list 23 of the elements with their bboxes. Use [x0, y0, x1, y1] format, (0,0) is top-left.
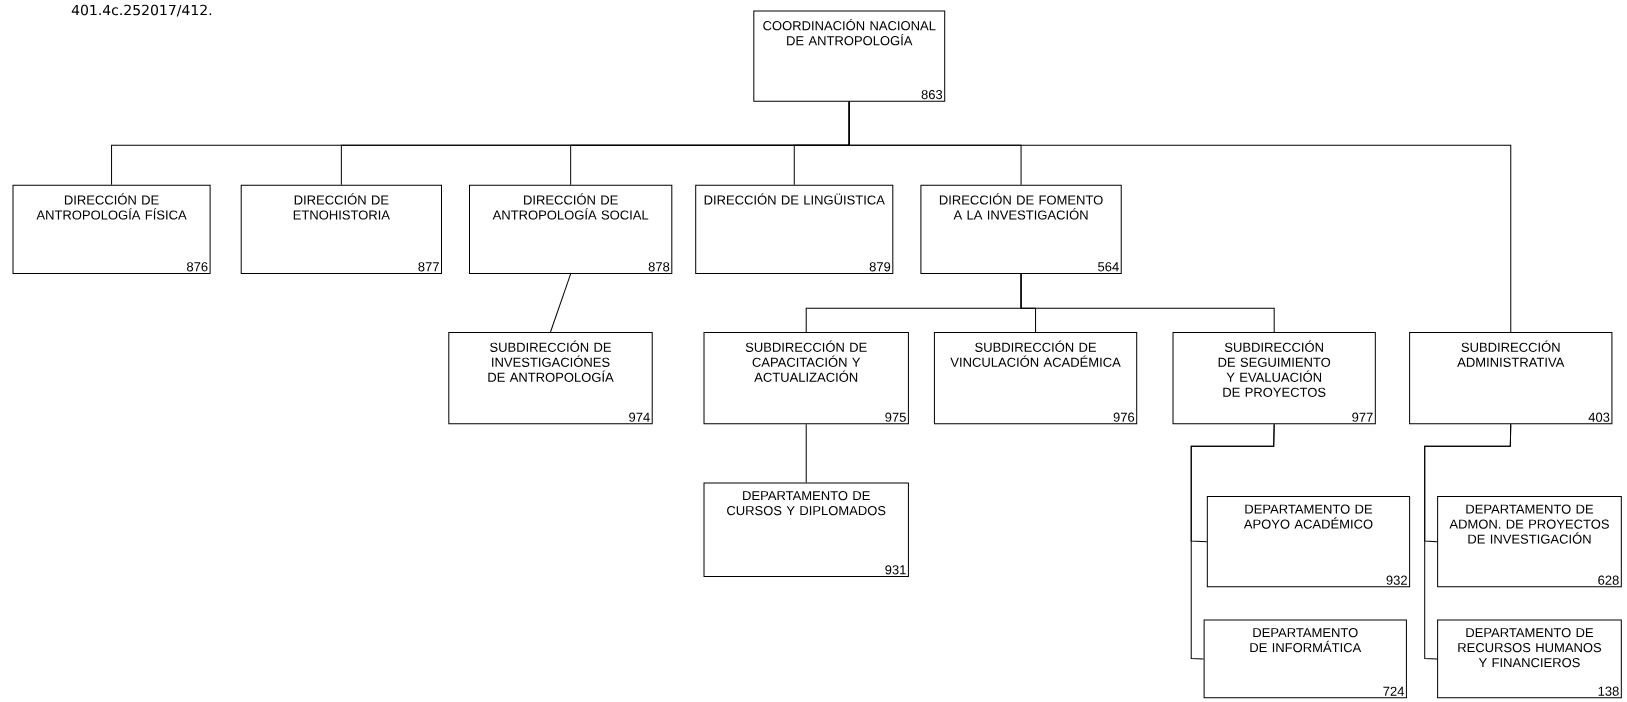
org-box: DIRECCIÓN DE ETNOHISTORIA 877: [240, 184, 442, 274]
connector-line: [848, 101, 1512, 333]
org-box: DEPARTAMENTO DE CURSOS Y DIPLOMADOS 931: [703, 482, 909, 577]
org-box: SUBDIRECCIÓN DE VINCULACIÓN ACADÉMICA 976: [933, 332, 1138, 425]
org-box: DEPARTAMENTO DE APOYO ACADÉMICO 932: [1206, 496, 1411, 588]
org-box: SUBDIRECCIÓN DE CAPACITACIÓN Y ACTUALIZACIÓN 975: [703, 332, 909, 425]
connector-line: [1190, 423, 1275, 660]
org-box: SUBDIRECCIÓN ADMINISTRATIVA 403: [1409, 332, 1613, 425]
org-box: COORDINACIÓN NACIONAL DE ANTROPOLOGÍA 863: [753, 10, 946, 102]
org-box: DIRECCIÓN DE FOMENTO A LA INVESTIGACIÓN 564: [920, 184, 1122, 274]
connector-line: [1424, 423, 1512, 660]
connector-line: [550, 273, 572, 333]
connector-line: [1020, 273, 1275, 333]
org-box: SUBDIRECCIÓN DE SEGUIMIENTO Y EVALUACIÓN DE PROYECTOS 977: [1172, 332, 1376, 425]
org-box: DEPARTAMENTO DE INFORMÁTICA 724: [1203, 619, 1407, 699]
org-box: DEPARTAMENTO DE RECURSOS HUMANOS Y FINANCIEROS 138: [1437, 619, 1622, 699]
org-box: DIRECCIÓN DE ANTROPOLOGÍA SOCIAL 878: [469, 184, 673, 274]
org-box: DEPARTAMENTO DE ADMON. DE PROYECTOS DE INVESTIGACIÓN 628: [1437, 496, 1622, 588]
reference-note: 401.4c.252017/412.: [71, 4, 212, 17]
org-box: DIRECCIÓN DE LINGÜISTICA 879: [695, 184, 894, 274]
org-box: DIRECCIÓN DE ANTROPOLOGÍA FÍSICA 876: [12, 184, 211, 274]
connector-line: [805, 423, 807, 483]
org-box: SUBDIRECCIÓN DE INVESTIGACIÓNES DE ANTROPOLOGÍA 974: [448, 332, 653, 425]
